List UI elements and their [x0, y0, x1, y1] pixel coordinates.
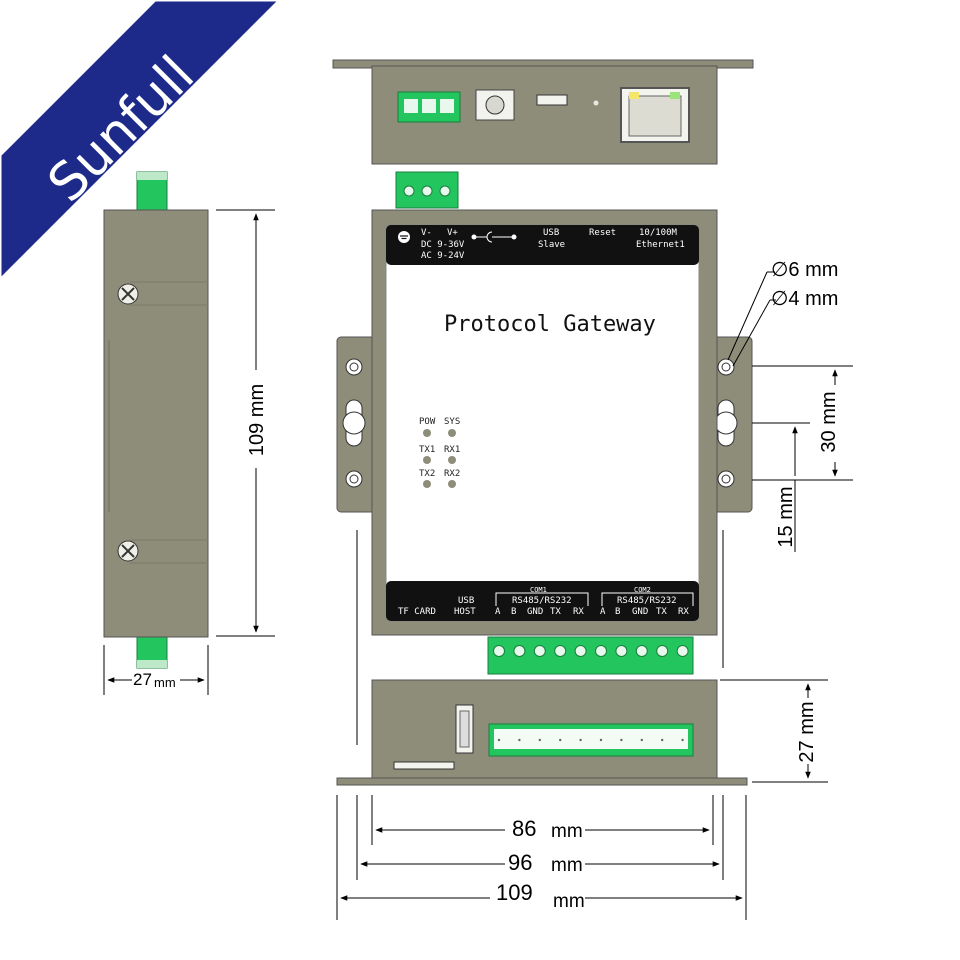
led-rx2: [448, 480, 456, 488]
terminal-pin-dot: [518, 738, 521, 742]
dim-side-height: 109 mm: [246, 383, 268, 457]
pin-com1-rx: RX: [573, 607, 584, 617]
dim-bottom-height: 27 mm: [796, 701, 818, 763]
pin-com1-gnd: GND: [527, 607, 544, 617]
led-label-tx1: TX1: [419, 445, 436, 455]
label-usb-slave-2: Slave: [538, 240, 566, 250]
terminal-screw: [574, 645, 587, 657]
dim-side-width-unit: mm: [154, 675, 176, 690]
terminal-screw: [533, 645, 546, 657]
pin-com2-a: A: [600, 607, 606, 617]
dim-hole-spacing: 30 mm: [818, 391, 840, 453]
terminal-pin-dot: [538, 738, 541, 742]
label-usb-host-1: USB: [458, 596, 475, 606]
label-v-plus: V+: [447, 228, 458, 238]
dc-polarity-icon: [471, 231, 517, 243]
terminal-screw: [595, 645, 607, 657]
label-reset: Reset: [589, 228, 617, 238]
pin-com2-rx: RX: [678, 607, 689, 617]
led-label-rx1: RX1: [444, 445, 461, 455]
label-v-minus: V-: [421, 228, 432, 238]
dimension-lines: [336, 271, 853, 920]
device-title: Protocol Gateway: [444, 312, 656, 337]
led-rx1: [448, 456, 456, 464]
led-label-pow: POW: [419, 417, 436, 427]
dim-width-mid-num: 96: [508, 850, 533, 875]
terminal-screw: [676, 645, 689, 657]
dim-width-total-unit: mm: [553, 891, 585, 912]
label-dc-range: DC 9-36V: [421, 240, 465, 250]
label-ac-range: AC 9-24V: [421, 251, 465, 261]
led-label-tx2: TX2: [419, 469, 436, 479]
terminal-screw: [615, 645, 628, 657]
terminal-pin-dot: [497, 738, 501, 742]
tf-card-slot: [393, 761, 455, 770]
dim-width-body-unit: mm: [551, 821, 583, 842]
terminal-screw: [635, 645, 648, 657]
terminal-screw: [656, 645, 669, 657]
dim-hole-inner: ∅4 mm: [771, 288, 839, 310]
brand-ribbon: [0, 0, 283, 283]
led-pow: [423, 429, 431, 437]
label-com2-type: RS485/RS232: [617, 596, 677, 606]
label-com1: COM1: [530, 586, 547, 594]
dim-hole-outer: ∅6 mm: [771, 259, 839, 281]
ground-icon: [398, 231, 410, 243]
terminal-pin-dot: [599, 738, 603, 742]
dim-width-mid-unit: mm: [551, 855, 583, 876]
pin-com2-gnd: GND: [632, 607, 649, 617]
dim-width-body-num: 86: [512, 816, 537, 841]
pin-com2-tx: TX: [656, 607, 667, 617]
label-com2: COM2: [634, 586, 651, 594]
dim-width-total-num: 109: [496, 880, 533, 905]
dim-side-width-num: 27: [133, 670, 152, 689]
label-com1-type: RS485/RS232: [512, 596, 572, 606]
pin-com1-tx: TX: [550, 607, 561, 617]
terminal-pin-dot: [559, 738, 562, 742]
top-view: [332, 59, 754, 165]
led-sys: [448, 429, 456, 437]
terminal-screw: [513, 645, 526, 657]
label-usb-slave-1: USB: [543, 228, 560, 238]
terminal-pin-dot: [579, 738, 582, 742]
brand-logo-text: Sunfull: [36, 44, 206, 214]
terminal-pin-dot: [640, 738, 643, 742]
terminal-pin-dot: [620, 738, 623, 742]
terminal-pin-dot: [661, 738, 664, 742]
reset-hole: [593, 100, 599, 106]
terminal-pin-dot: [681, 738, 684, 742]
led-tx1: [423, 456, 431, 464]
terminal-screw: [493, 645, 505, 657]
micro-usb-port: [536, 94, 568, 106]
label-ethernet-1: 10/100M: [639, 228, 677, 238]
bottom-view: [336, 679, 748, 786]
led-label-sys: SYS: [444, 417, 461, 427]
pin-com1-b: B: [511, 607, 517, 617]
dim-hole-offset: 15 mm: [775, 486, 797, 548]
front-view: [336, 171, 753, 675]
side-view: [103, 171, 275, 695]
label-usb-host-2: HOST: [454, 607, 476, 617]
pin-com1-a: A: [495, 607, 501, 617]
label-tf-card: TF CARD: [398, 607, 436, 617]
led-tx2: [423, 480, 431, 488]
pin-com2-b: B: [615, 607, 621, 617]
terminal-screw: [554, 645, 567, 657]
led-label-rx2: RX2: [444, 469, 461, 479]
label-ethernet-2: Ethernet1: [636, 240, 685, 250]
